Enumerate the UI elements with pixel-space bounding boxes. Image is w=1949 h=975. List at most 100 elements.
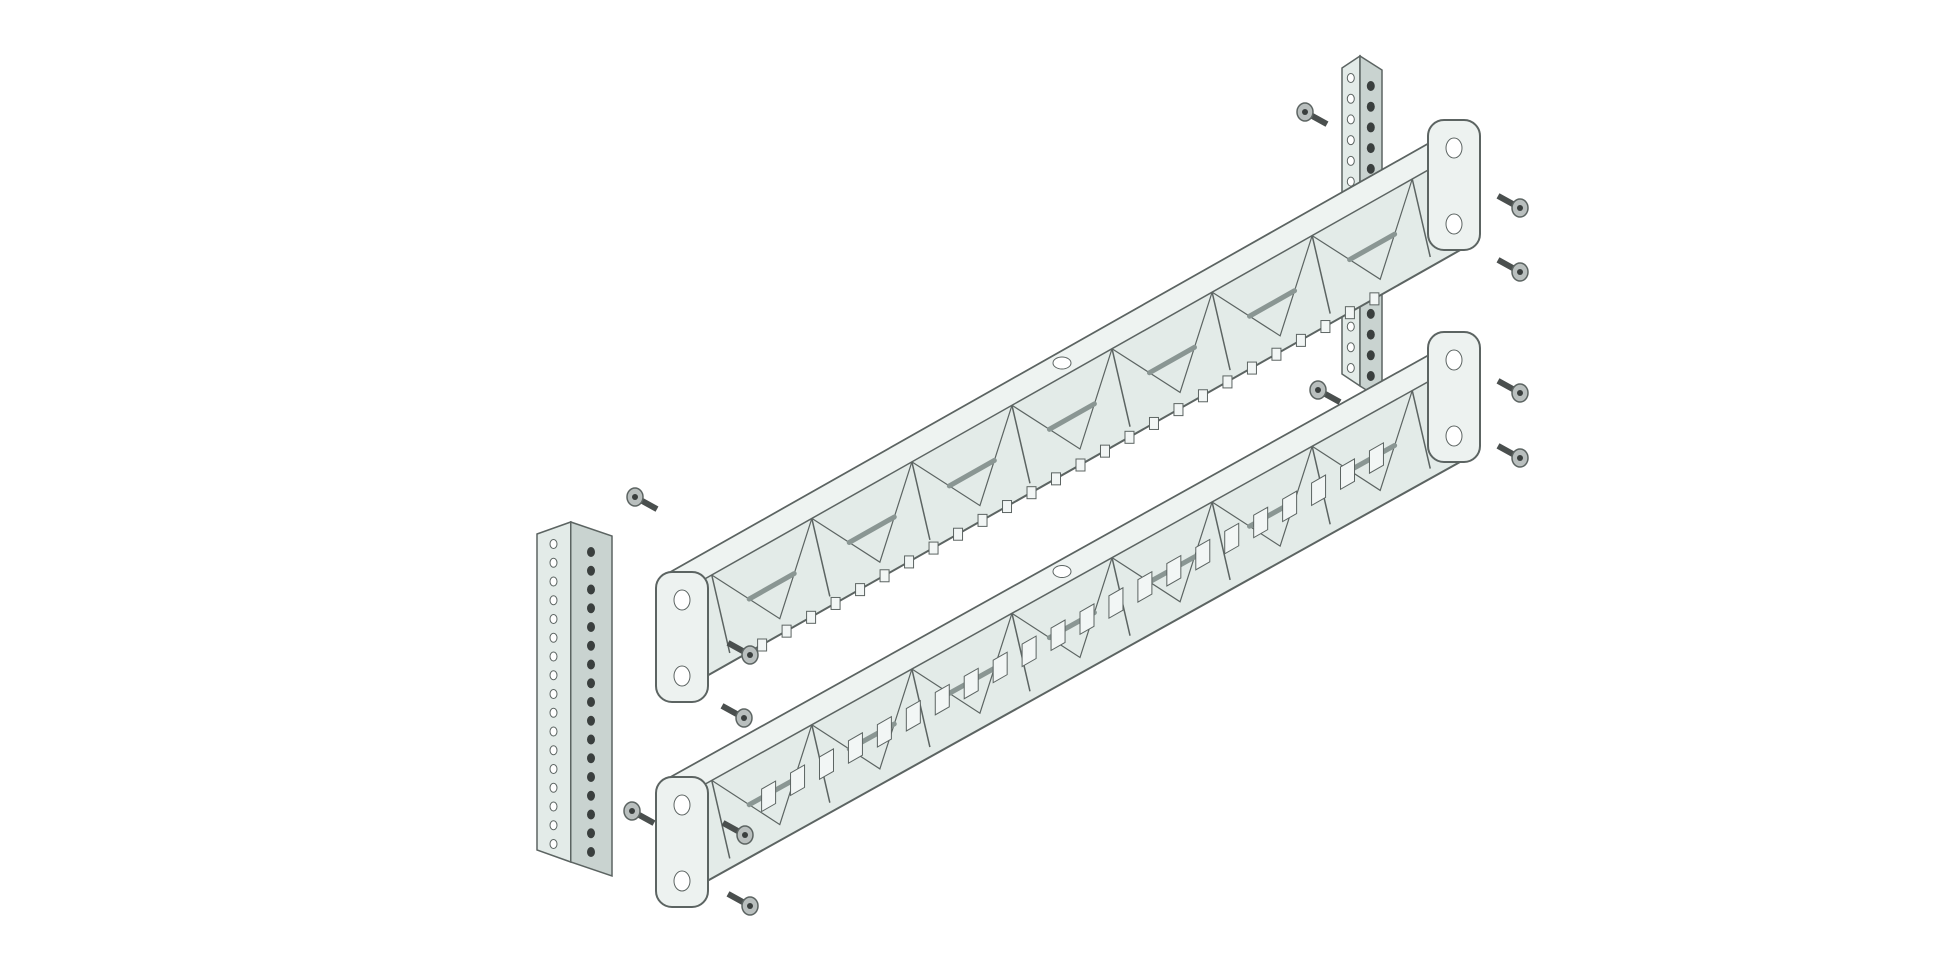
clamp-tooth [1108, 586, 1124, 620]
bracket-hole [549, 689, 558, 699]
clamp-tooth [1137, 570, 1153, 603]
bar-diagonal-rib [1111, 291, 1213, 394]
bar-tooth [928, 541, 939, 555]
bar-diagonal-rib [911, 405, 1013, 507]
bar-diagonal-rib [1111, 501, 1213, 603]
screws [623, 102, 1529, 916]
bar-tooth [1271, 347, 1282, 361]
bar-rib [911, 668, 931, 748]
bracket-hole [549, 726, 558, 737]
bar-rib-shadow [1046, 401, 1097, 432]
bar-rib [1411, 390, 1431, 469]
bar-tooth [781, 624, 792, 638]
bar-rib [711, 780, 731, 859]
bracket-hole [1346, 176, 1355, 187]
bracket-hole [587, 603, 595, 614]
bar-tooth [1099, 444, 1110, 458]
bar-tooth [1197, 389, 1208, 403]
bracket-hole [549, 576, 558, 587]
bar-tooth [1051, 472, 1062, 486]
bar-tooth [1222, 375, 1233, 389]
hex-socket-screw [1496, 443, 1529, 468]
screw-socket [1302, 109, 1308, 115]
center-hole [1052, 356, 1072, 370]
bar-diagonal-rib [811, 668, 913, 770]
bracket-hole [587, 753, 595, 764]
bracket-hole [549, 595, 558, 606]
bracket-hole [549, 557, 558, 568]
bar-rib [1211, 501, 1231, 581]
bar-tooth [977, 513, 988, 527]
screw-socket [1315, 387, 1321, 393]
hex-socket-screw [623, 801, 656, 826]
end-cap-hole [1445, 349, 1463, 371]
bar-diagonal-rib [1011, 557, 1113, 659]
bracket-hole [549, 707, 558, 718]
clamp-tooth [1050, 619, 1066, 652]
bar-rib [911, 461, 931, 541]
bar-rib [711, 574, 731, 654]
bar-tooth [904, 555, 915, 569]
bar-tooth [757, 638, 768, 652]
bracket-hole [587, 847, 595, 857]
bracket-hole [587, 659, 595, 670]
bracket-hole [1346, 155, 1355, 166]
bar-diagonal-rib [1211, 235, 1313, 337]
hex-socket-screw [1496, 193, 1529, 218]
hex-socket-screw [1296, 102, 1329, 127]
clamp-tooth [1079, 603, 1095, 636]
clamp-tooth [1340, 458, 1356, 491]
left-bracket [536, 520, 613, 878]
bracket-hole [1366, 371, 1375, 381]
bracket-hole [587, 640, 595, 651]
clamp-tooth [992, 651, 1008, 684]
bracket-hole [1346, 93, 1355, 104]
bar-diagonal-rib [811, 461, 913, 564]
end-cap-hole [1445, 213, 1463, 235]
bar-tooth [1075, 458, 1086, 472]
end-cap-hole [673, 665, 691, 687]
bar-rib [1011, 613, 1031, 692]
bar-rib [1411, 178, 1431, 258]
bar-diagonal-rib [711, 518, 813, 620]
bracket-hole [587, 697, 595, 707]
bar-rib [1111, 348, 1131, 427]
bar-rib-shadow [1347, 231, 1398, 263]
clamp-tooth [818, 748, 834, 781]
bracket-hole [549, 839, 558, 849]
bracket-hole [1346, 363, 1355, 373]
end-cap-hole [673, 589, 691, 611]
bar-tooth [1320, 320, 1331, 334]
clamp-tooth [905, 699, 921, 732]
bar-end-cap [655, 776, 709, 908]
bracket-hole [587, 828, 595, 839]
bar-end-cap [1427, 331, 1481, 463]
bracket-hole [549, 745, 558, 756]
clamp-tooth [1253, 506, 1269, 539]
bracket-hole [549, 651, 558, 662]
screw-socket [1517, 205, 1523, 211]
bar-diagonal-rib [1311, 390, 1413, 492]
bar-tooth [830, 596, 841, 610]
bracket-hole [1366, 143, 1375, 154]
bracket-hole [587, 790, 595, 801]
clamp-tooth [1021, 635, 1037, 668]
bracket-hole [549, 782, 558, 793]
bar-tooth [1124, 430, 1135, 444]
bracket-hole [1366, 101, 1375, 112]
hex-socket-screw [1309, 380, 1342, 405]
clamp-tooth [1368, 441, 1384, 475]
bar-tooth [1148, 416, 1159, 430]
bracket-hole [549, 670, 558, 681]
screw-socket [632, 494, 638, 500]
bracket-hole [1366, 163, 1375, 174]
end-cap-hole [673, 870, 691, 892]
bracket-hole [1366, 122, 1375, 133]
bar-tooth [806, 610, 817, 624]
clamp-tooth [847, 731, 863, 765]
upper-clamp-bar [655, 119, 1481, 703]
screw-socket [1517, 269, 1523, 275]
hex-socket-screw [721, 820, 754, 845]
bar-rib-shadow [846, 514, 897, 545]
bracket-hole [587, 678, 595, 689]
